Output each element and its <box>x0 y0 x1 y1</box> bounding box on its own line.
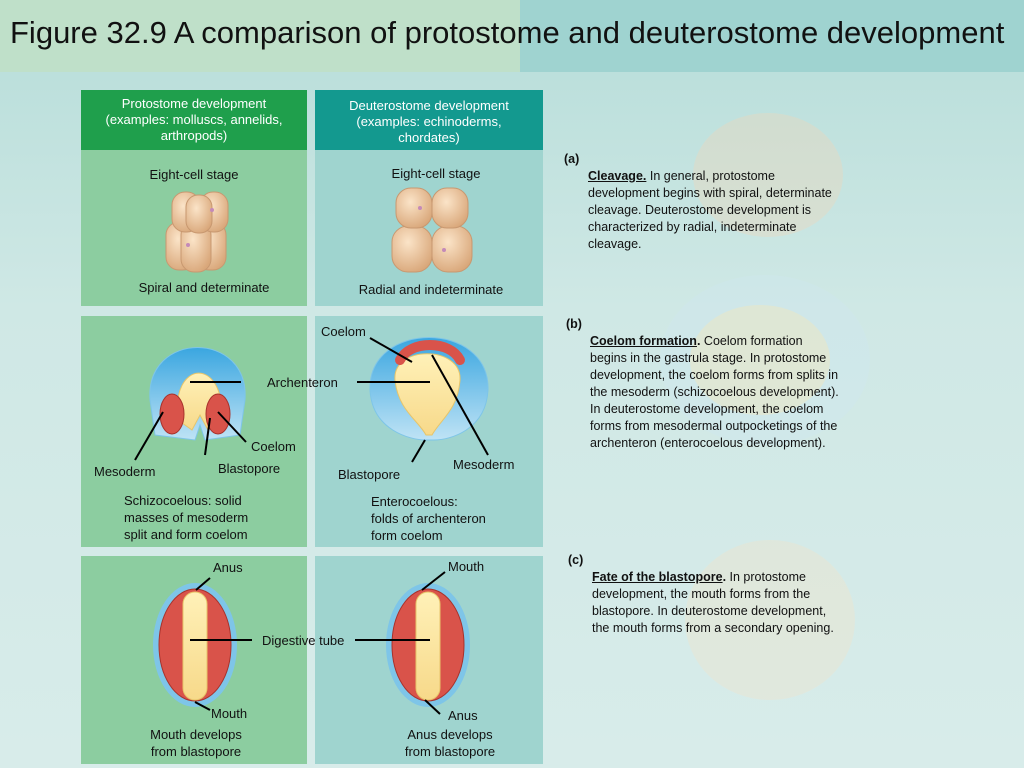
deutero-mesoderm-label: Mesoderm <box>453 457 515 472</box>
note-b-tag: (b) <box>566 317 582 331</box>
proto-coelom-caption: Schizocoelous: solid masses of mesoderm … <box>124 493 249 542</box>
archenteron-label: Archenteron <box>267 375 338 390</box>
leader-lines <box>134 337 489 715</box>
ghost-embryo <box>693 113 843 237</box>
deutero-cleavage-type-label: Radial and indeterminate <box>358 282 504 297</box>
ghost-tube <box>685 540 855 700</box>
proto-cleavage-stage-label: Eight-cell stage <box>149 167 239 182</box>
background-band-right <box>520 0 1024 72</box>
deutero-header-text: Deuterostome development (examples: echi… <box>349 98 509 145</box>
note-b: (b) Coelom formation. Coelom formation b… <box>566 316 840 452</box>
note-a-heading: Cleavage. <box>588 169 647 183</box>
ghost-gastrula <box>660 275 870 445</box>
background-band-left <box>0 0 520 72</box>
note-a-text: In general, protostome development begin… <box>588 169 832 251</box>
note-c-text: In protostome development, the mouth for… <box>592 570 834 635</box>
note-c-heading: Fate of the blastopore <box>592 570 723 584</box>
proto-anus-label: Anus <box>213 560 243 575</box>
deutero-anus-label: Anus <box>448 708 478 723</box>
note-a-tag: (a) <box>564 152 580 166</box>
proto-mouth-label: Mouth <box>211 706 248 721</box>
note-b-text: Coelom formation begins in the gastrula … <box>590 334 839 450</box>
deutero-mouth-label: Mouth <box>448 559 485 574</box>
page-title: Figure 32.9 A comparison of protostome a… <box>10 15 1005 50</box>
deutero-coelom-caption: Enterocoelous: folds of archenteron form… <box>371 494 486 543</box>
deutero-header: Deuterostome development (examples: echi… <box>315 90 543 150</box>
deutero-cleavage-stage-label: Eight-cell stage <box>391 166 481 181</box>
note-c: (c) Fate of the blastopore. In protostom… <box>568 552 844 637</box>
digestive-tube-label: Digestive tube <box>262 633 345 648</box>
deutero-coelom-label: Coelom <box>321 324 366 339</box>
note-a: (a) Cleavage. In general, protostome dev… <box>564 151 836 253</box>
proto-coelom-label: Coelom <box>251 439 296 454</box>
proto-eight-cell-embryo <box>165 191 229 273</box>
deutero-fate-caption: Anus develops from blastopore <box>404 727 496 759</box>
proto-header-text: Protostome development (examples: mollus… <box>105 96 283 143</box>
note-b-heading-suffix: . <box>696 334 701 348</box>
deutero-cleavage-panel <box>315 150 543 306</box>
proto-digestive-tube <box>153 583 237 707</box>
proto-cleavage-type-label: Spiral and determinate <box>138 280 270 295</box>
proto-mesoderm-label: Mesoderm <box>94 464 156 479</box>
note-b-heading: Coelom formation <box>590 334 697 348</box>
proto-header: Protostome development (examples: mollus… <box>81 90 307 150</box>
proto-blastopore-label: Blastopore <box>218 461 281 476</box>
deutero-eight-cell-embryo <box>391 187 473 273</box>
deutero-blastopore-label: Blastopore <box>338 467 401 482</box>
deutero-digestive-tube <box>386 583 470 707</box>
note-c-tag: (c) <box>568 553 584 567</box>
note-c-heading-suffix: . <box>722 570 727 584</box>
deutero-gastrula <box>369 337 489 441</box>
proto-fate-caption: Mouth develops from blastopore <box>150 727 242 759</box>
ghost-gastrula-inner <box>690 305 830 415</box>
